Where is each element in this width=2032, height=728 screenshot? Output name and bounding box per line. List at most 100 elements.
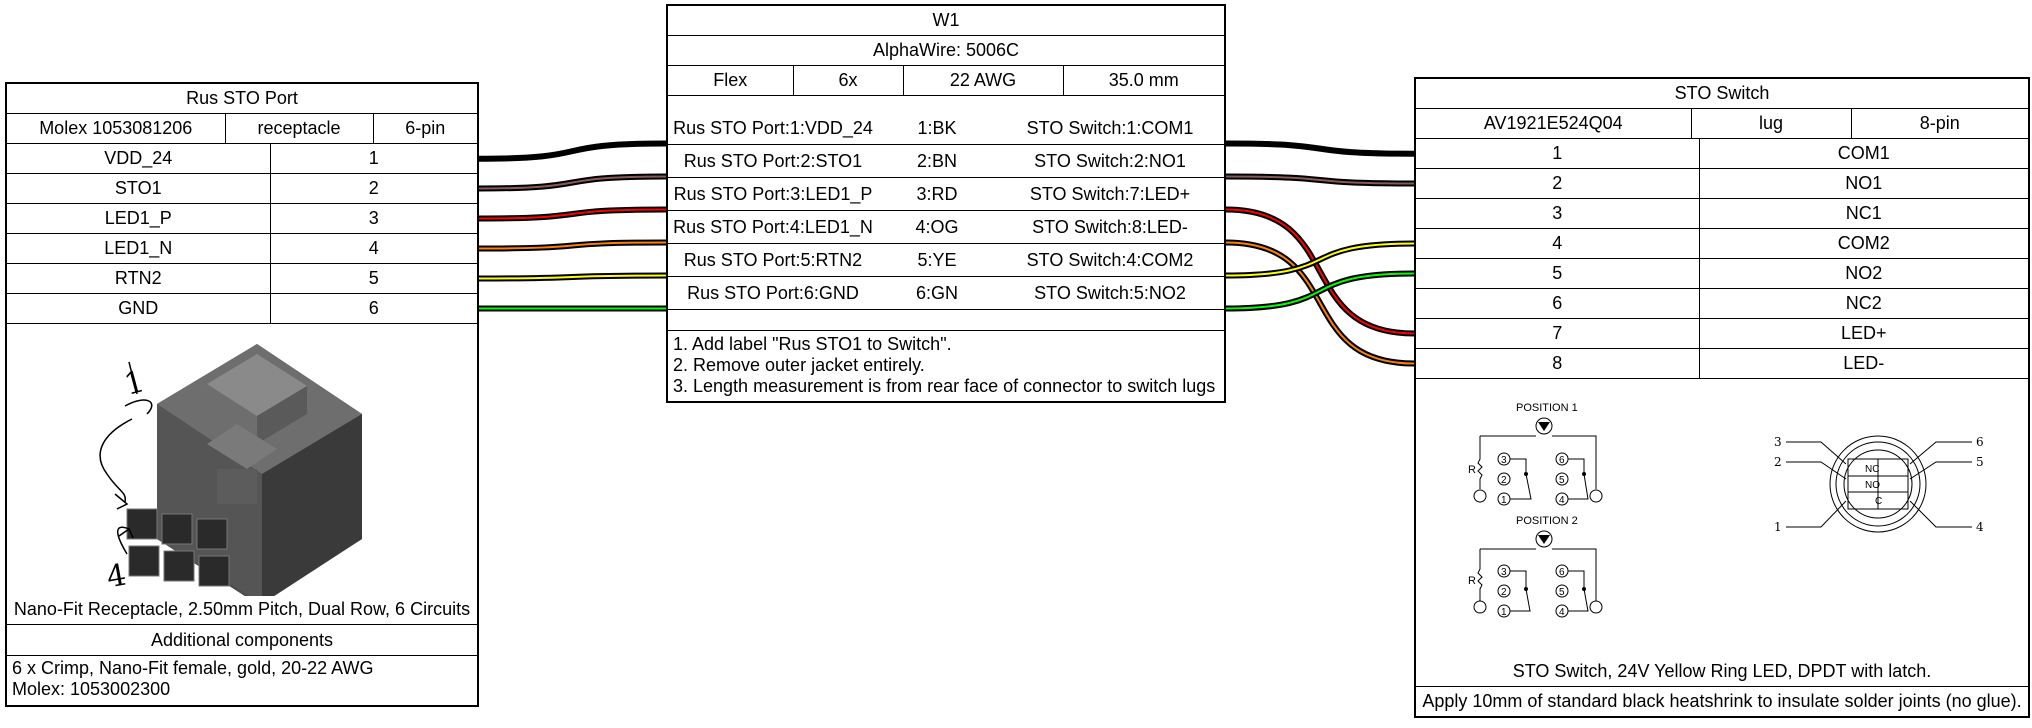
wire-from: Rus STO Port:6:GND [668, 276, 878, 310]
front-view-c-text: C [1875, 496, 1882, 507]
left-connector-box: Rus STO Port Molex 1053081206 receptacle… [5, 82, 479, 707]
additional-components-list: 6 x Crimp, Nano-Fit female, gold, 20-22 … [7, 656, 477, 705]
wire-to: STO Switch:5:NO2 [996, 276, 1224, 310]
wire-to: STO Switch:7:LED+ [996, 177, 1224, 211]
cable-note: 2. Remove outer jacket entirely. [673, 355, 925, 375]
right-pin-number: 8 [1416, 348, 1700, 379]
left-pin-label: RTN2 [7, 263, 271, 294]
resistor-label-1: R [1468, 464, 1476, 476]
left-connector-part: Molex 1053081206 [7, 113, 226, 144]
left-connector-pin-count: 6-pin [372, 113, 477, 144]
left-pin-number: 1 [269, 144, 477, 174]
cable-header-table: W1 AlphaWire: 5006C Flex 6x 22 AWG 35.0 … [668, 6, 1224, 96]
position-1-label: POSITION 1 [1516, 402, 1578, 414]
left-pin-number: 2 [269, 173, 477, 204]
cable-length: 35.0 mm [1062, 65, 1224, 96]
additional-components-title: Additional components [7, 625, 477, 656]
wire-from: Rus STO Port:3:LED1_P [668, 177, 878, 211]
left-connector-name: Rus STO Port [7, 84, 477, 114]
right-connector-part: AV1921E524Q04 [1416, 108, 1692, 139]
wire-from: Rus STO Port:5:RTN2 [668, 243, 878, 277]
wire-4 [478, 241, 1415, 365]
left-connector-table: Rus STO Port Molex 1053081206 receptacle… [7, 84, 477, 144]
right-pin-label: NO2 [1698, 258, 2028, 289]
front-pin-6: 6 [1976, 435, 1984, 449]
wire-from: Rus STO Port:2:STO1 [668, 144, 878, 178]
left-pin-label: LED1_N [7, 233, 271, 264]
p2-terminal-6: 6 [1559, 567, 1565, 578]
front-view-nc-text: NC [1865, 464, 1879, 475]
right-connector-pin-count: 8-pin [1850, 108, 2028, 139]
left-pin-number: 3 [269, 203, 477, 234]
p1-terminal-1: 1 [1501, 495, 1507, 506]
p2-terminal-5: 5 [1559, 587, 1565, 598]
left-pin-label: LED1_P [7, 203, 271, 234]
left-pin-number: 6 [269, 293, 477, 324]
cable-note: 1. Add label "Rus STO1 to Switch". [673, 334, 952, 354]
left-connector-image-area: 1 4 Nano-Fit Receptacle, 2.50mm Pitch, D… [7, 324, 477, 625]
right-pin-number: 4 [1416, 228, 1700, 259]
p1-terminal-3: 3 [1501, 455, 1507, 466]
front-view-no-text: NO [1865, 480, 1880, 491]
cable-name: W1 [668, 6, 1224, 36]
nano-fit-receptacle-image [99, 344, 362, 596]
left-pin-label: GND [7, 293, 271, 324]
front-pin-1: 1 [1774, 520, 1782, 534]
right-pin-label: NC1 [1698, 198, 2028, 229]
right-pin-label: NC2 [1698, 288, 2028, 319]
wire-3 [478, 208, 1415, 335]
cable-box: W1 AlphaWire: 5006C Flex 6x 22 AWG 35.0 … [666, 4, 1226, 403]
cable-spacer-bottom [668, 310, 1224, 331]
left-connector-type: receptacle [224, 113, 374, 144]
wire-color: 2:BN [878, 144, 996, 178]
right-pin-label: LED- [1698, 348, 2028, 379]
wire-from: Rus STO Port:4:LED1_N [668, 210, 878, 244]
cable-wire-count: 6x [792, 65, 904, 96]
right-pin-label: COM1 [1698, 139, 2028, 169]
front-pin-2: 2 [1774, 455, 1782, 469]
cable-spacer-top [668, 96, 1224, 112]
left-pin-label: STO1 [7, 173, 271, 204]
right-connector-table: STO Switch AV1921E524Q04 lug 8-pin [1416, 79, 2028, 139]
left-pin-number: 5 [269, 263, 477, 294]
additional-component-part: Molex: 1053002300 [12, 679, 171, 699]
wire-color: 5:YE [878, 243, 996, 277]
p2-terminal-1: 1 [1501, 607, 1507, 618]
p1-terminal-4: 4 [1559, 495, 1565, 506]
wire-from: Rus STO Port:1:VDD_24 [668, 112, 878, 145]
front-pin-3: 3 [1774, 435, 1782, 449]
switch-schematic-svg: POSITION 1 R 3 2 1 6 5 4 POSITION 2 [1468, 402, 1984, 618]
p2-terminal-3: 3 [1501, 567, 1507, 578]
left-pin-number: 4 [269, 233, 477, 264]
cable-gauge: 22 AWG [902, 65, 1064, 96]
p2-terminal-4: 4 [1559, 607, 1565, 618]
switch-note: Apply 10mm of standard black heatshrink … [1422, 691, 2022, 711]
p2-terminal-2: 2 [1501, 587, 1507, 598]
right-connector-name: STO Switch [1416, 79, 2028, 109]
right-pin-number: 5 [1416, 258, 1700, 289]
right-pin-label: COM2 [1698, 228, 2028, 259]
wire-color: 4:OG [878, 210, 996, 244]
front-pin-4: 4 [1976, 520, 1984, 534]
wire-to: STO Switch:8:LED- [996, 210, 1224, 244]
cable-notes: 1. Add label "Rus STO1 to Switch". 2. Re… [668, 331, 1224, 401]
wire-to: STO Switch:4:COM2 [996, 243, 1224, 277]
wire-color: 6:GN [878, 276, 996, 310]
p1-terminal-5: 5 [1559, 475, 1565, 486]
left-connector-image-caption: Nano-Fit Receptacle, 2.50mm Pitch, Dual … [13, 599, 471, 619]
